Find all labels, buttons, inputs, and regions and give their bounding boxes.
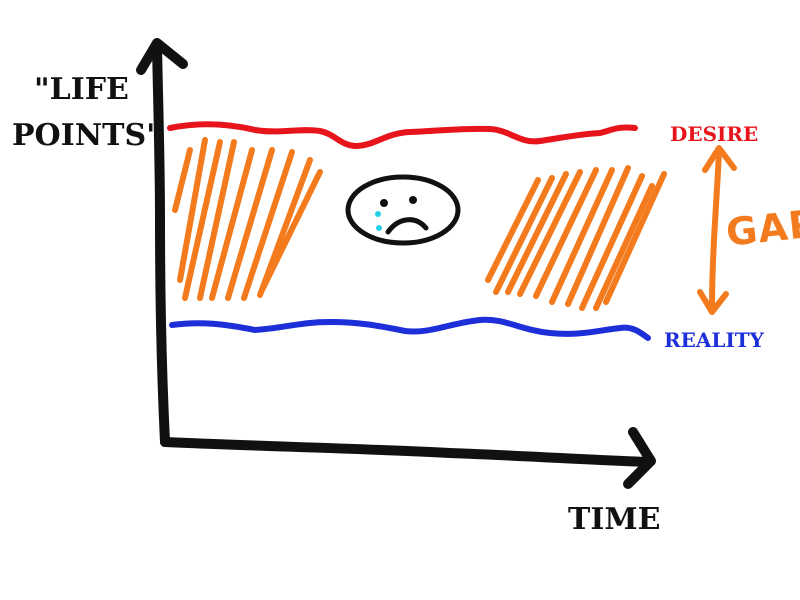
hatch-stroke: [533, 167, 599, 299]
sad-face-icon: [345, 174, 461, 246]
reality-line: [169, 316, 651, 341]
hatch-stroke: [565, 165, 631, 307]
hatch-stroke: [241, 149, 295, 301]
double-arrow-icon: [697, 145, 737, 315]
tear-drop: [375, 211, 381, 217]
desire-line: [167, 121, 638, 150]
gap-label: GAP: [723, 201, 800, 255]
hatch-stroke: [197, 139, 237, 301]
x-axis-arrowhead: [623, 427, 656, 489]
y-axis-arrowhead: [136, 38, 188, 75]
hatch-stroke: [579, 173, 645, 311]
hatch-stroke: [172, 147, 193, 213]
x-axis: [160, 437, 653, 467]
hatch-stroke: [593, 183, 655, 311]
hatch-stroke: [493, 175, 555, 295]
hatch-stroke: [259, 169, 323, 293]
y-axis-label-line1: "LIFE: [34, 72, 129, 107]
hatch-stroke: [225, 147, 275, 301]
y-axis: [152, 40, 170, 447]
hatch-stroke: [182, 139, 223, 301]
x-axis-label: TIME: [568, 502, 661, 537]
hatch-stroke: [517, 169, 583, 297]
axes: [136, 38, 656, 489]
hatch-stroke: [485, 177, 541, 283]
hatch-stroke: [549, 167, 615, 305]
hatch-stroke: [177, 137, 208, 283]
gap-hatching-left: [172, 137, 323, 301]
gap-hatching-right: [485, 165, 667, 311]
reality-label: REALITY: [664, 328, 764, 352]
tear-drop: [376, 225, 382, 231]
hatch-stroke: [505, 171, 569, 295]
hatch-stroke: [209, 147, 255, 301]
y-axis-label-line2: POINTS": [12, 118, 162, 153]
hatch-stroke: [603, 171, 667, 305]
desire-label: DESIRE: [670, 122, 759, 146]
